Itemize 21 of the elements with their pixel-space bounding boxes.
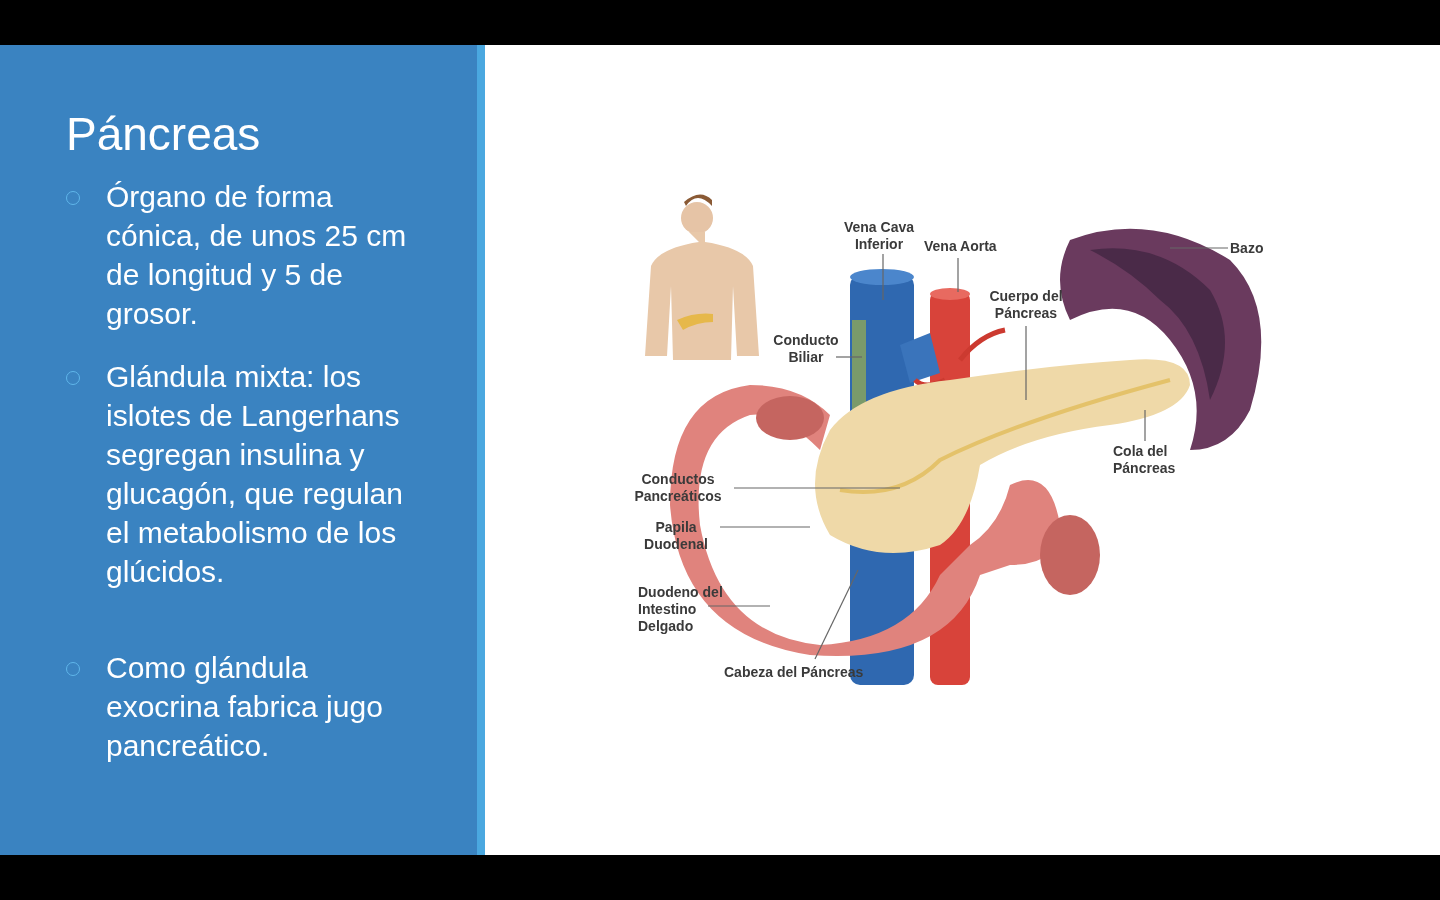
leader-line xyxy=(733,487,901,489)
callout-label: Vena Cava Inferior xyxy=(840,219,918,253)
callout-label: Conducto Biliar xyxy=(770,332,842,366)
leader-line xyxy=(719,526,811,528)
leader-line xyxy=(835,356,863,358)
leader-line xyxy=(1144,409,1146,442)
leader-line xyxy=(882,253,884,301)
callout-label: Vena Aorta xyxy=(924,238,1014,255)
leader-line xyxy=(1169,247,1229,249)
callout-label: Cola del Páncreas xyxy=(1113,443,1185,477)
bullet-text: Órgano de forma cónica, de unos 25 cm de longitud y 5 de grosor. xyxy=(106,179,408,332)
callout-label: Duodeno del Intestino Delgado xyxy=(638,584,734,635)
slide-title: Páncreas xyxy=(66,107,261,161)
leader-line xyxy=(707,605,771,607)
leader-line xyxy=(1025,325,1027,401)
callout-label: Cuerpo del Páncreas xyxy=(982,288,1070,322)
leader-line xyxy=(957,257,959,293)
callout-label: Bazo xyxy=(1230,240,1270,257)
leader-line xyxy=(814,569,859,660)
bullet-text: Glándula mixta: los islotes de Langerhans segregan insulina y glucagón, que regulan el metabolismo de los glúcidos. xyxy=(106,359,404,590)
bullet-text: Como glándula exocrina fabrica jugo pancreático. xyxy=(106,650,384,764)
